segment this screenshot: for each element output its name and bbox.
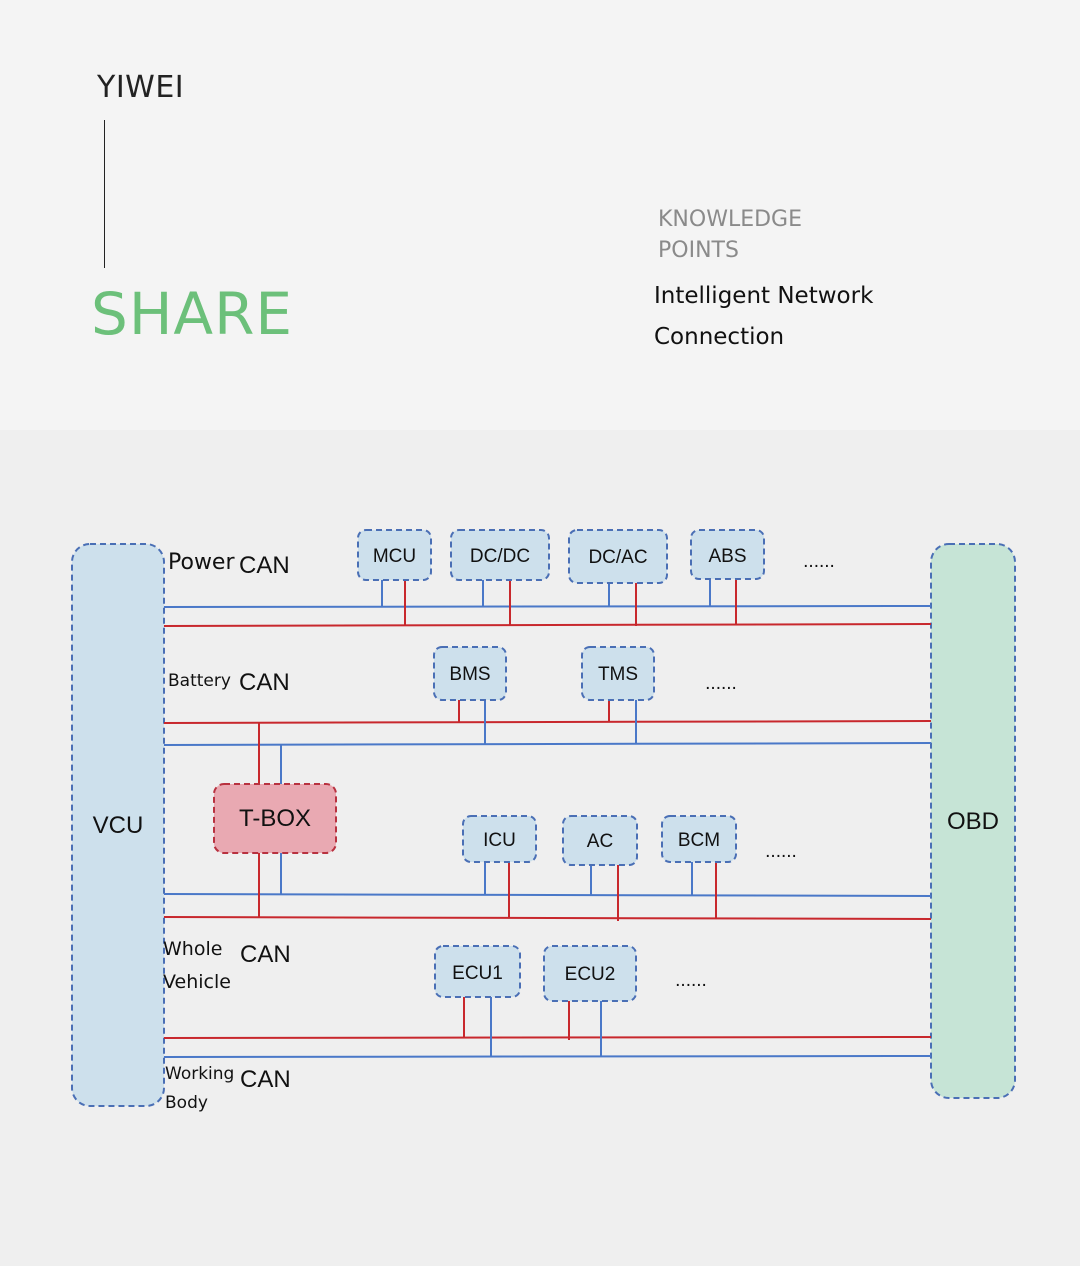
header-section: YIWEI SHARE KNOWLEDGE POINTS Intelligent… xyxy=(0,0,1080,430)
bms-node xyxy=(433,646,507,701)
can-network-diagram: VCU OBD xyxy=(0,430,1080,1266)
tbox-label: T-BOX xyxy=(239,805,311,832)
tms-node xyxy=(581,646,655,701)
body-can-high-line xyxy=(163,1055,932,1058)
vcu-label: VCU xyxy=(93,812,144,839)
icu-node xyxy=(462,815,537,863)
body-can-ellipsis: ...... xyxy=(675,970,707,991)
vehicle-can-ellipsis: ...... xyxy=(765,841,797,862)
ac-label: AC xyxy=(587,831,613,852)
brand-name: YIWEI xyxy=(97,70,185,105)
obd-node xyxy=(930,543,1016,1099)
power-can-ellipsis: ...... xyxy=(803,551,835,572)
mcu-node xyxy=(357,529,432,581)
dcac-node xyxy=(568,529,668,584)
vehicle-can-prefix-line2: Vehicle xyxy=(163,971,231,993)
tbox-node xyxy=(213,783,337,854)
icu-label: ICU xyxy=(483,830,516,851)
knowledge-topic: Intelligent Network Connection xyxy=(654,276,954,358)
vehicle-can-prefix-line1: Whole xyxy=(163,938,222,960)
bcm-label: BCM xyxy=(678,830,720,851)
knowledge-label-line2: POINTS xyxy=(658,238,739,263)
body-can-label: CAN xyxy=(240,1066,291,1093)
knowledge-points-label: KNOWLEDGE POINTS xyxy=(658,204,858,266)
dcac-label: DC/AC xyxy=(588,547,647,568)
knowledge-label-line1: KNOWLEDGE xyxy=(658,207,802,232)
mcu-label: MCU xyxy=(373,546,416,567)
power-can-prefix: Power xyxy=(168,550,235,575)
topic-line2: Connection xyxy=(654,324,785,350)
diagram-canvas: VCU OBD xyxy=(71,529,1016,1113)
dcdc-node xyxy=(450,529,550,581)
tms-label: TMS xyxy=(598,664,638,685)
ecu2-label: ECU2 xyxy=(565,964,616,985)
ecu1-label: ECU1 xyxy=(452,963,503,984)
battery-can-prefix: Battery xyxy=(168,671,231,691)
vehicle-can-low-line xyxy=(163,916,932,920)
battery-can-ellipsis: ...... xyxy=(705,673,737,694)
ecu2-node xyxy=(543,945,637,1002)
vertical-divider xyxy=(104,120,105,268)
body-can-prefix-line2: Body xyxy=(165,1093,208,1113)
body-can-prefix-line1: Working xyxy=(165,1064,234,1084)
obd-label: OBD xyxy=(947,808,999,835)
bcm-node xyxy=(661,815,737,863)
bms-label: BMS xyxy=(449,664,490,685)
topic-line1: Intelligent Network xyxy=(654,283,874,309)
body-can-low-line xyxy=(163,1036,932,1039)
abs-node xyxy=(690,529,765,580)
ac-node xyxy=(562,815,638,866)
battery-can-label: CAN xyxy=(239,669,290,696)
share-heading: SHARE xyxy=(91,280,294,348)
battery-can-low-line xyxy=(163,720,932,724)
abs-label: ABS xyxy=(708,546,746,567)
battery-can-high-line xyxy=(163,742,932,746)
vehicle-can-high-line xyxy=(163,893,932,897)
vehicle-can-label: CAN xyxy=(240,941,291,968)
ecu1-node xyxy=(434,945,521,998)
vcu-node xyxy=(71,543,165,1107)
power-can-high-line xyxy=(163,605,932,608)
dcdc-label: DC/DC xyxy=(470,546,530,567)
power-can-label: CAN xyxy=(239,552,290,579)
power-can-low-line xyxy=(163,623,932,627)
